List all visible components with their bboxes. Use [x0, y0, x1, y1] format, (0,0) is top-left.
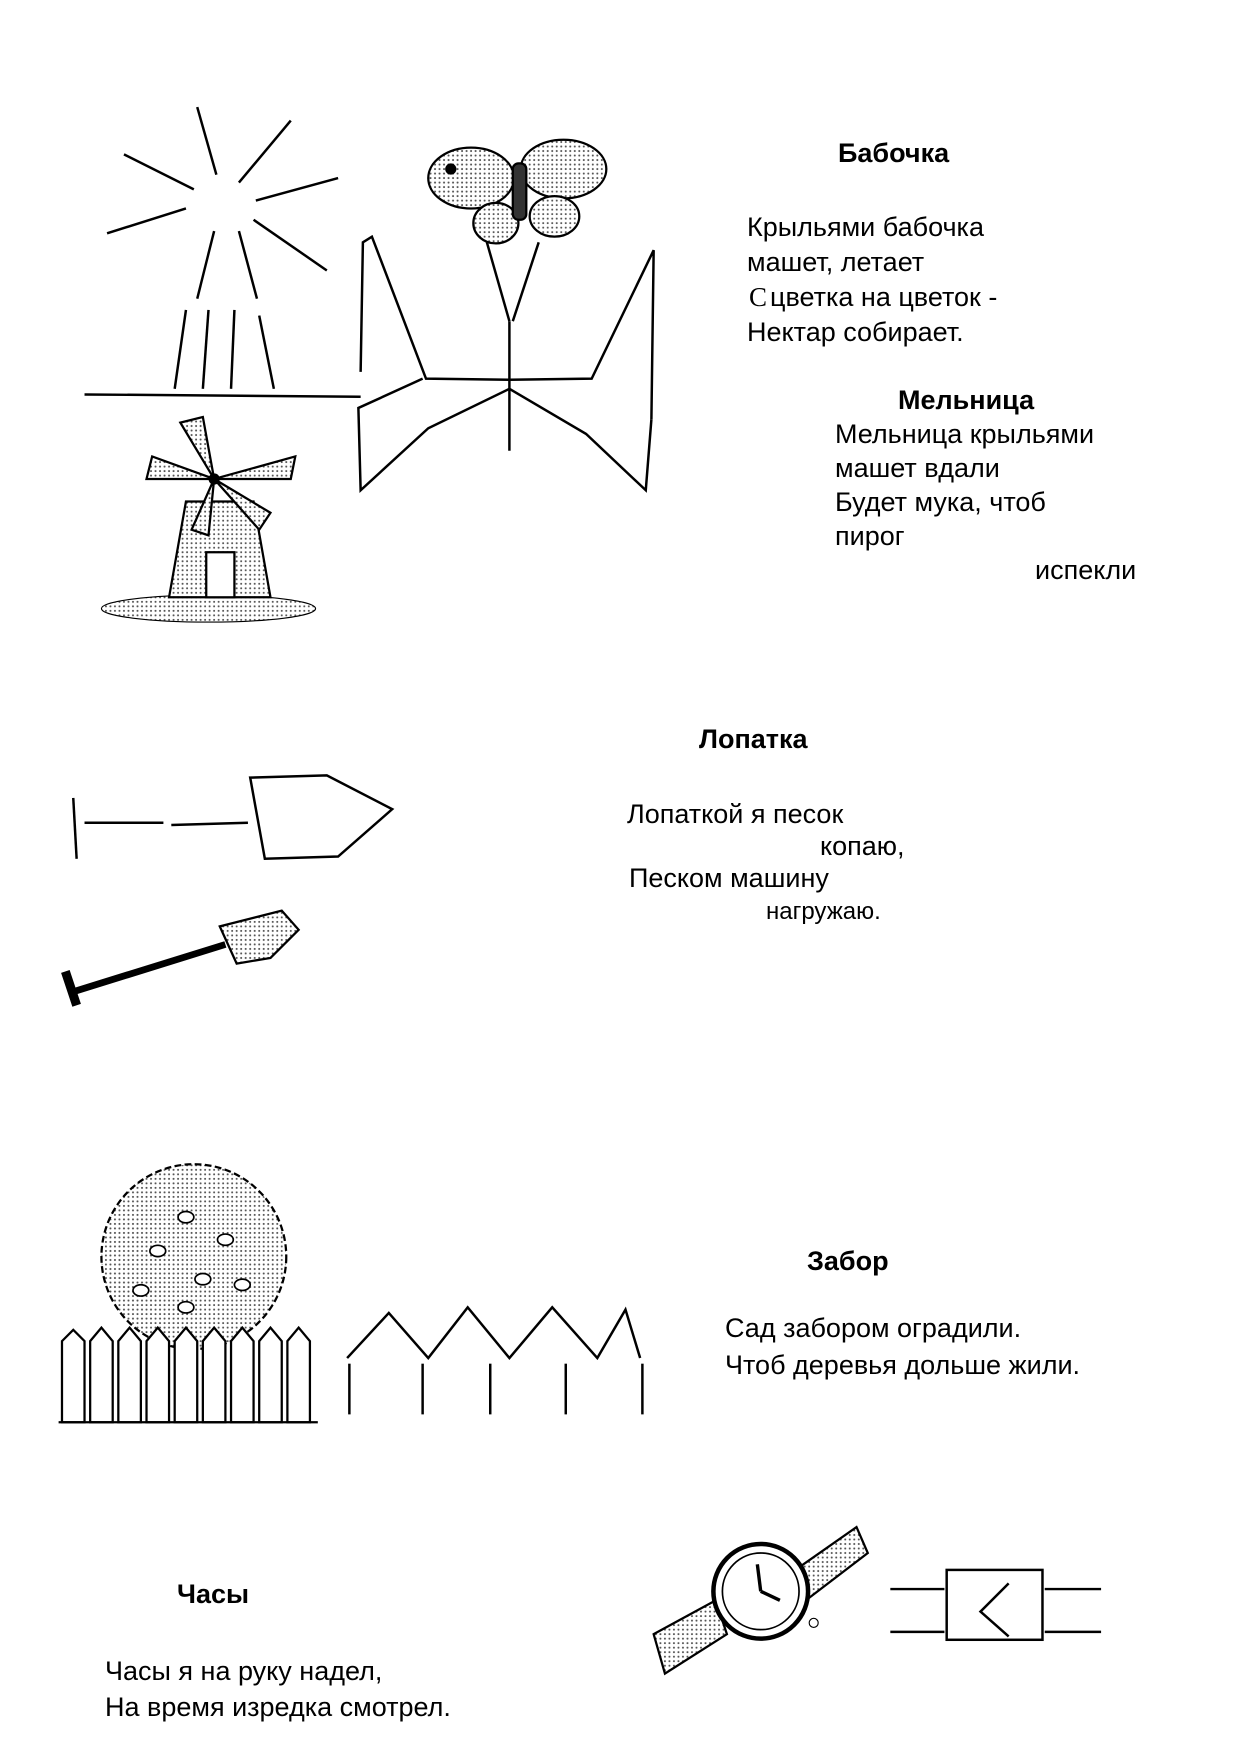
shovel-sticks	[72, 774, 395, 861]
shovel-line-1: Лопаткой я песок	[627, 799, 844, 829]
shovel-line-2: копаю,	[820, 831, 905, 861]
butterfly-line-2: машет, летает	[747, 247, 925, 277]
butterfly-line-4: Нектар собирает.	[747, 317, 964, 347]
windmill-picture	[100, 415, 317, 623]
shovel-picture	[61, 909, 301, 1007]
wristwatch-picture	[652, 1525, 870, 1676]
butterfly-sticks	[357, 234, 655, 493]
windmill-line-2: машет вдали	[835, 453, 1000, 483]
shovel-line-4: нагружаю.	[766, 898, 881, 925]
butterfly-picture	[427, 138, 608, 245]
windmill-line-1: Мельница крыльями	[835, 419, 1095, 449]
fence-line-2: Чтоб деревья дольше жили.	[725, 1350, 1081, 1380]
windmill-line-5: испекли	[1035, 555, 1137, 585]
windmill-title: Мельница	[898, 385, 1035, 415]
fence-line-1: Сад забором оградили.	[725, 1313, 1022, 1343]
windmill-line-4: пирог	[835, 521, 905, 551]
watch-line-2: На время изредка смотрел.	[105, 1692, 451, 1722]
shovel-line-3: Песком машину	[629, 863, 829, 893]
watch-line-1: Часы я на руку надел,	[105, 1656, 383, 1686]
watch-title: Часы	[177, 1579, 250, 1609]
butterfly-line-3: цветка на цветок -	[770, 282, 998, 312]
sun-sticks	[106, 106, 339, 272]
fence-title: Забор	[807, 1246, 889, 1276]
butterfly-title: Бабочка	[838, 138, 950, 168]
windmill-line-3: Будет мука, чтоб	[835, 487, 1046, 517]
shovel-title: Лопатка	[699, 724, 808, 754]
butterfly-line-1: Крыльями бабочка	[747, 212, 984, 242]
butterfly-line-3-letter: С	[749, 282, 768, 312]
fence-sticks	[346, 1305, 644, 1415]
windmill-sticks	[84, 230, 361, 398]
watch-sticks	[890, 1568, 1102, 1642]
tree-fence-picture	[58, 1163, 318, 1424]
